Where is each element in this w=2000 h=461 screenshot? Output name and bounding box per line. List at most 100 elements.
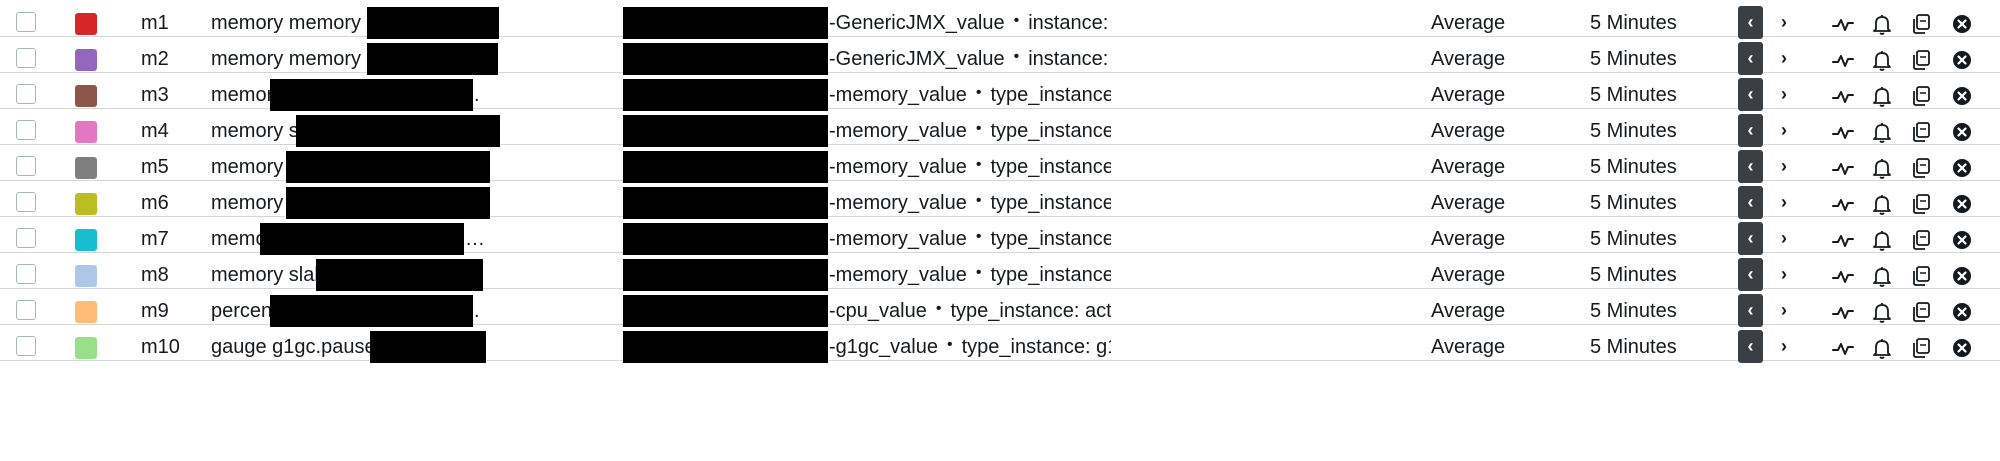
metric-statistic[interactable]: Average — [1431, 156, 1506, 178]
metric-period[interactable]: 5 Minutes — [1590, 300, 1677, 322]
graph-icon[interactable] — [1831, 156, 1855, 180]
metric-statistic[interactable]: Average — [1431, 336, 1506, 358]
row-checkbox[interactable] — [16, 264, 36, 284]
row-checkbox[interactable] — [16, 12, 36, 32]
chevron-right-icon[interactable]: › — [1781, 336, 1787, 356]
bell-icon[interactable] — [1870, 264, 1894, 288]
row-checkbox[interactable] — [16, 48, 36, 68]
row-checkbox[interactable] — [16, 192, 36, 212]
color-swatch[interactable] — [75, 229, 97, 251]
duplicate-icon[interactable] — [1909, 84, 1933, 108]
remove-icon[interactable] — [1950, 156, 1974, 180]
graph-icon[interactable] — [1831, 300, 1855, 324]
chevron-left-icon[interactable]: ‹ — [1738, 42, 1763, 75]
chevron-right-icon[interactable]: › — [1781, 228, 1787, 248]
color-swatch[interactable] — [75, 49, 97, 71]
graph-icon[interactable] — [1831, 120, 1855, 144]
graph-icon[interactable] — [1831, 12, 1855, 36]
chevron-right-icon[interactable]: › — [1781, 120, 1787, 140]
chevron-left-icon[interactable]: ‹ — [1738, 150, 1763, 183]
bell-icon[interactable] — [1870, 12, 1894, 36]
bell-icon[interactable] — [1870, 300, 1894, 324]
metric-statistic[interactable]: Average — [1431, 12, 1506, 34]
row-checkbox[interactable] — [16, 84, 36, 104]
remove-icon[interactable] — [1950, 192, 1974, 216]
chevron-left-icon[interactable]: ‹ — [1738, 294, 1763, 327]
metric-period[interactable]: 5 Minutes — [1590, 192, 1677, 214]
row-checkbox[interactable] — [16, 156, 36, 176]
bell-icon[interactable] — [1870, 48, 1894, 72]
metric-period[interactable]: 5 Minutes — [1590, 228, 1677, 250]
remove-icon[interactable] — [1950, 12, 1974, 36]
chevron-left-icon[interactable]: ‹ — [1738, 114, 1763, 147]
graph-icon[interactable] — [1831, 84, 1855, 108]
metric-period[interactable]: 5 Minutes — [1590, 156, 1677, 178]
metric-statistic[interactable]: Average — [1431, 48, 1506, 70]
color-swatch[interactable] — [75, 85, 97, 107]
chevron-left-icon[interactable]: ‹ — [1738, 6, 1763, 39]
color-swatch[interactable] — [75, 157, 97, 179]
chevron-left-icon[interactable]: ‹ — [1738, 330, 1763, 363]
row-checkbox[interactable] — [16, 300, 36, 320]
metric-period[interactable]: 5 Minutes — [1590, 264, 1677, 286]
row-checkbox[interactable] — [16, 336, 36, 356]
bell-icon[interactable] — [1870, 192, 1894, 216]
chevron-right-icon[interactable]: › — [1781, 300, 1787, 320]
remove-icon[interactable] — [1950, 228, 1974, 252]
duplicate-icon[interactable] — [1909, 336, 1933, 360]
chevron-left-icon[interactable]: ‹ — [1738, 186, 1763, 219]
duplicate-icon[interactable] — [1909, 228, 1933, 252]
remove-icon[interactable] — [1950, 264, 1974, 288]
duplicate-icon[interactable] — [1909, 192, 1933, 216]
remove-icon[interactable] — [1950, 336, 1974, 360]
color-swatch[interactable] — [75, 337, 97, 359]
color-swatch[interactable] — [75, 265, 97, 287]
chevron-right-icon[interactable]: › — [1781, 48, 1787, 68]
metric-statistic[interactable]: Average — [1431, 84, 1506, 106]
duplicate-icon[interactable] — [1909, 264, 1933, 288]
row-checkbox[interactable] — [16, 120, 36, 140]
remove-icon[interactable] — [1950, 300, 1974, 324]
duplicate-icon[interactable] — [1909, 300, 1933, 324]
color-swatch[interactable] — [75, 13, 97, 35]
remove-icon[interactable] — [1950, 84, 1974, 108]
metric-period[interactable]: 5 Minutes — [1590, 48, 1677, 70]
bell-icon[interactable] — [1870, 336, 1894, 360]
row-checkbox[interactable] — [16, 228, 36, 248]
metric-statistic[interactable]: Average — [1431, 120, 1506, 142]
chevron-right-icon[interactable]: › — [1781, 192, 1787, 212]
bell-icon[interactable] — [1870, 84, 1894, 108]
graph-icon[interactable] — [1831, 48, 1855, 72]
bell-icon[interactable] — [1870, 120, 1894, 144]
metric-statistic[interactable]: Average — [1431, 228, 1506, 250]
duplicate-icon[interactable] — [1909, 48, 1933, 72]
chevron-left-icon[interactable]: ‹ — [1738, 258, 1763, 291]
duplicate-icon[interactable] — [1909, 120, 1933, 144]
metric-period[interactable]: 5 Minutes — [1590, 120, 1677, 142]
metric-period[interactable]: 5 Minutes — [1590, 336, 1677, 358]
graph-icon[interactable] — [1831, 336, 1855, 360]
remove-icon[interactable] — [1950, 120, 1974, 144]
chevron-left-icon[interactable]: ‹ — [1738, 222, 1763, 255]
chevron-left-icon[interactable]: ‹ — [1738, 78, 1763, 111]
metric-statistic[interactable]: Average — [1431, 300, 1506, 322]
duplicate-icon[interactable] — [1909, 156, 1933, 180]
chevron-right-icon[interactable]: › — [1781, 84, 1787, 104]
graph-icon[interactable] — [1831, 228, 1855, 252]
metric-statistic[interactable]: Average — [1431, 264, 1506, 286]
metric-period[interactable]: 5 Minutes — [1590, 84, 1677, 106]
remove-icon[interactable] — [1950, 48, 1974, 72]
graph-icon[interactable] — [1831, 192, 1855, 216]
color-swatch[interactable] — [75, 121, 97, 143]
color-swatch[interactable] — [75, 193, 97, 215]
chevron-right-icon[interactable]: › — [1781, 12, 1787, 32]
metric-period[interactable]: 5 Minutes — [1590, 12, 1677, 34]
metric-statistic[interactable]: Average — [1431, 192, 1506, 214]
color-swatch[interactable] — [75, 301, 97, 323]
chevron-right-icon[interactable]: › — [1781, 156, 1787, 176]
bell-icon[interactable] — [1870, 228, 1894, 252]
bell-icon[interactable] — [1870, 156, 1894, 180]
chevron-right-icon[interactable]: › — [1781, 264, 1787, 284]
graph-icon[interactable] — [1831, 264, 1855, 288]
duplicate-icon[interactable] — [1909, 12, 1933, 36]
